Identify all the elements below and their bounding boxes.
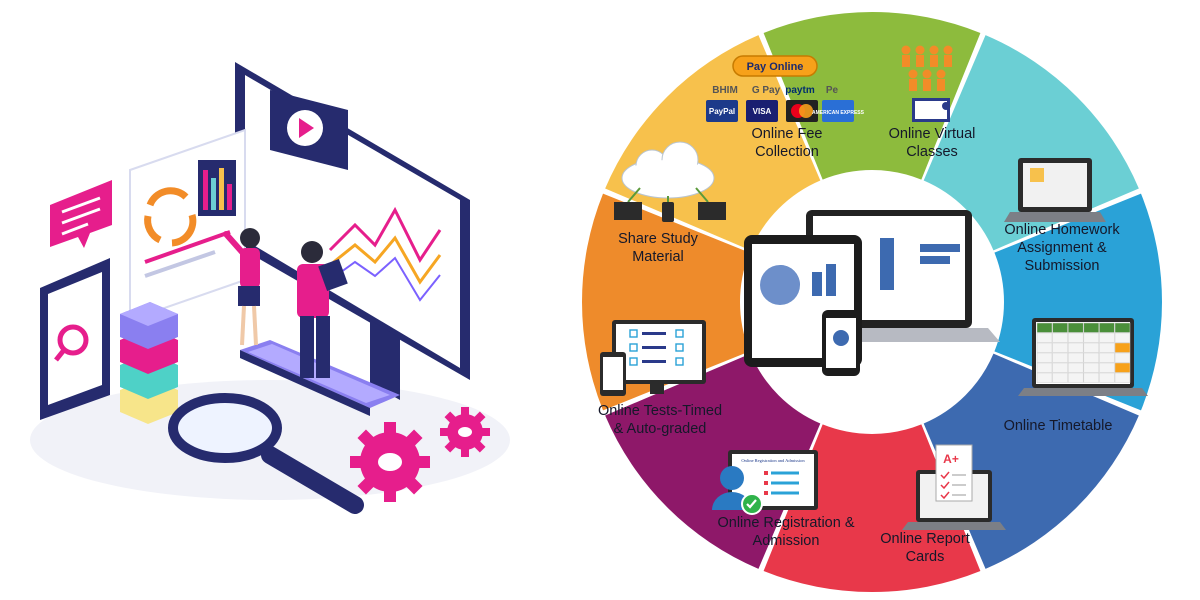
gear-icon bbox=[350, 407, 490, 502]
magnifier-icon bbox=[168, 393, 364, 514]
cloud-icon bbox=[614, 141, 726, 222]
recycle-icon bbox=[144, 187, 197, 247]
registration-form-icon: Online Registration and Admission bbox=[712, 450, 818, 515]
stacked-blocks-icon bbox=[120, 302, 178, 424]
segment-fee bbox=[763, 11, 981, 180]
person-man-tablet bbox=[297, 241, 348, 378]
grade-a-plus: A+ bbox=[943, 452, 959, 466]
payment-logo-3: Pe bbox=[826, 85, 839, 96]
timetable-laptop-icon bbox=[1018, 318, 1148, 396]
payment-card-logo-0: PayPal bbox=[709, 107, 735, 116]
payment-logo-1: G Pay bbox=[752, 85, 781, 96]
report-card-icon: A+ bbox=[902, 444, 1006, 530]
segment-label-tests: & Auto-graded bbox=[614, 421, 707, 437]
phone-icon bbox=[40, 258, 110, 420]
segment-label-reportcards: Online Report bbox=[880, 531, 969, 547]
payment-card-logo-3: AMERICAN EXPRESS bbox=[812, 110, 865, 116]
segment-label-registration: Admission bbox=[753, 533, 820, 549]
segment-label-registration: Online Registration & bbox=[717, 515, 854, 531]
segment-registration bbox=[605, 353, 821, 569]
segment-label-homework: Assignment & bbox=[1017, 240, 1107, 256]
checklist-icon bbox=[600, 320, 706, 396]
segment-label-virtual: Online Virtual bbox=[889, 126, 976, 142]
dashboard-panel bbox=[129, 128, 246, 322]
segment-label-reportcards: Cards bbox=[906, 549, 945, 565]
segment-label-fee: Collection bbox=[755, 144, 819, 160]
segment-label-tests: Online Tests-Timed bbox=[598, 403, 722, 419]
payment-card-logo-1: VISA bbox=[753, 107, 772, 116]
segment-label-homework: Submission bbox=[1025, 258, 1100, 274]
pay-online-button[interactable]: Pay Online bbox=[747, 61, 804, 73]
laptop-icon bbox=[1004, 158, 1106, 222]
person-presenter-woman bbox=[223, 228, 260, 346]
segment-label-material: Material bbox=[632, 249, 684, 265]
payment-logo-0: BHIM bbox=[712, 85, 738, 96]
presenter-icon bbox=[901, 45, 953, 122]
registration-form-title: Online Registration and Admission bbox=[741, 458, 805, 463]
center-devices-icon bbox=[744, 210, 1000, 376]
segment-label-fee: Online Fee bbox=[752, 126, 823, 142]
illustration bbox=[30, 62, 510, 514]
play-icon bbox=[270, 90, 348, 170]
chat-bubble-icon bbox=[50, 180, 112, 248]
segment-label-virtual: Classes bbox=[906, 144, 958, 160]
payment-logo-2: paytm bbox=[785, 85, 815, 96]
segment-label-material: Share Study bbox=[618, 231, 699, 247]
segment-label-homework: Online Homework bbox=[1004, 222, 1120, 238]
segment-label-timetable: Online Timetable bbox=[1004, 418, 1113, 434]
